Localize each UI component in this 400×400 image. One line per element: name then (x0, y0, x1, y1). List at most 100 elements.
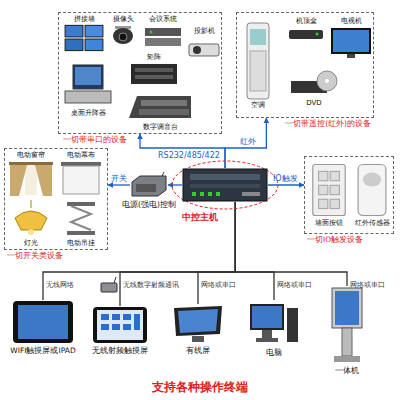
illustration-shape (363, 173, 382, 187)
central-host: 中控主机 (182, 168, 268, 202)
device-label: DVD (306, 99, 321, 107)
illustration-shape (112, 314, 120, 320)
illustration-shape (119, 33, 127, 41)
illustration-shape (313, 164, 345, 215)
device-illustration (187, 35, 221, 63)
illustration-shape (190, 174, 260, 180)
illustration-shape (342, 328, 352, 356)
node-caption: 电脑 (266, 348, 282, 357)
device-icon: 灯光 (7, 199, 55, 247)
illustration-shape (358, 164, 386, 215)
illustration-shape (183, 169, 267, 201)
edge-label: 红外 (240, 137, 256, 147)
device-group: 一切开关类设备电动窗帘电动幕布灯光电动吊挂 (4, 148, 108, 250)
illustration-shape (75, 67, 101, 85)
edge-label: RS232/485/422 (158, 151, 220, 161)
illustration-shape (85, 25, 103, 37)
connector (120, 202, 235, 306)
illustration-shape (330, 171, 339, 180)
device-illustration (143, 23, 183, 49)
device-icon: 数字调音台 (125, 91, 195, 131)
illustration-shape (28, 229, 34, 235)
illustration-shape (208, 192, 212, 196)
illustration-shape (71, 206, 91, 230)
edge-label: 无线网络 (46, 281, 74, 289)
node-caption: 一体机 (335, 366, 359, 375)
illustration-shape (333, 30, 369, 52)
illustration-shape (135, 75, 173, 79)
illustration-shape (97, 310, 143, 340)
edge-label: 网络或串口 (350, 281, 385, 289)
illustration-shape (331, 28, 371, 54)
illustration-shape (287, 308, 298, 342)
illustration-shape (134, 314, 140, 330)
device-icon: 桌面升降器 (61, 59, 115, 117)
illustration-shape (330, 199, 339, 208)
illustration-shape (101, 324, 109, 330)
illustration-shape (319, 171, 328, 180)
illustration-shape (73, 65, 103, 89)
device-group: 一切IO触发设备墙面按钮红外传感器 (304, 156, 394, 234)
device-illustration (129, 61, 179, 87)
device-illustration (61, 59, 115, 109)
edge-label: 网络或串口 (277, 281, 312, 289)
device-label: 电动吊挂 (67, 239, 95, 247)
device-illustration (109, 23, 137, 47)
illustration-shape (289, 30, 323, 39)
illustration-shape (193, 46, 201, 54)
device-icon: 机顶盒 (287, 17, 325, 43)
connector (225, 118, 266, 168)
device-label: 投影机 (194, 27, 215, 35)
connector (168, 184, 182, 185)
device-illustration (351, 161, 393, 219)
illustration-shape (139, 109, 189, 115)
node-caption: WIFI触摸屏或IPAD (10, 346, 75, 355)
illustration-shape (93, 307, 147, 343)
device-label: 红外传感器 (355, 219, 390, 227)
illustration-shape (172, 161, 278, 209)
illustration-shape (250, 29, 266, 45)
device-icon: 投影机 (187, 27, 221, 63)
device-illustration (287, 25, 325, 43)
device-label: 墙面按钮 (315, 219, 343, 227)
device-label: 矩阵 (147, 53, 161, 61)
device-illustration (329, 25, 373, 61)
illustration-shape (256, 338, 278, 342)
device-illustration (130, 172, 168, 198)
illustration-shape (101, 314, 109, 320)
terminal: WIFI触摸屏或IPAD (12, 300, 74, 344)
device-icon: 电视机 (329, 17, 373, 61)
illustration-shape (145, 28, 181, 36)
illustration-shape (332, 288, 362, 328)
illustration-shape (113, 28, 133, 44)
terminal: 一体机 (326, 286, 368, 364)
illustration-shape (85, 39, 103, 51)
device-label: 电动幕布 (67, 151, 95, 159)
terminal: 有线屏 (170, 304, 226, 344)
terminal: 无线射频触摸屏 (92, 306, 148, 344)
terminal: 电脑 (248, 300, 300, 346)
illustration-shape (135, 68, 173, 72)
connector (268, 184, 304, 185)
node-caption: 中控主机 (182, 212, 218, 223)
device-icon: 空调 (241, 21, 275, 109)
illustration-shape (330, 185, 339, 194)
illustration-shape (178, 309, 218, 333)
illustration-shape (67, 231, 95, 235)
device-icon: 摄像头 (109, 15, 137, 47)
device-icon: 红外传感器 (351, 161, 393, 227)
illustration-shape (189, 44, 219, 56)
illustration-shape (250, 51, 266, 91)
device-illustration (309, 161, 349, 219)
illustration-shape (65, 25, 83, 37)
illustration-shape (192, 192, 196, 196)
connector (108, 184, 130, 185)
device-illustration (57, 199, 105, 239)
device-label: 电视机 (341, 17, 362, 25)
connector (140, 134, 225, 168)
illustration-shape (136, 184, 156, 192)
illustration-shape (319, 185, 328, 194)
illustration-shape (132, 176, 166, 196)
device-illustration (12, 300, 74, 344)
device-icon: 电动幕布 (57, 151, 105, 199)
